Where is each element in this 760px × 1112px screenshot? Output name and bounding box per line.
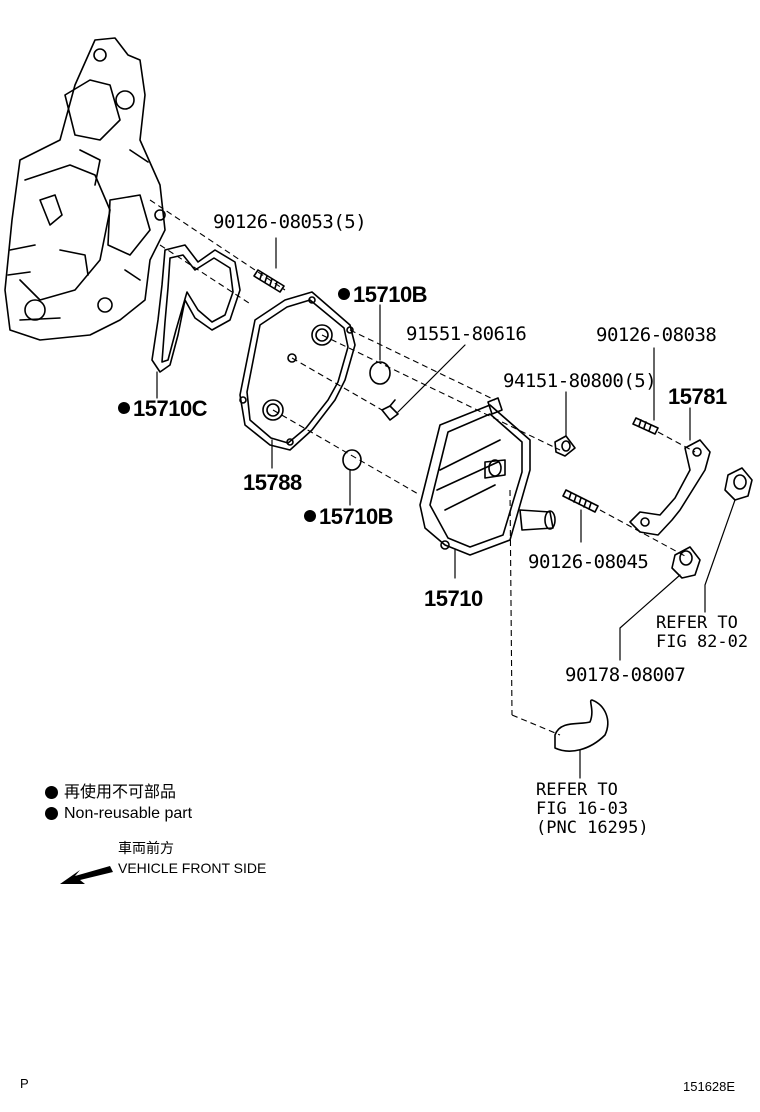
callout-stud: 90126-08045 — [528, 551, 649, 573]
gasket-15710c — [151, 244, 241, 373]
legend-row-jp: 再使用不可部品 — [45, 782, 192, 803]
non-reusable-dot-icon — [118, 402, 130, 414]
callout-bolt-top: 90126-08053(5) — [213, 211, 367, 233]
callout-gasket-b-top: 15710B — [338, 284, 428, 306]
callout-bushing: 90178-08007 — [565, 664, 686, 686]
front-label-en: VEHICLE FRONT SIDE — [118, 860, 267, 876]
legend-dot-icon — [45, 786, 58, 799]
callout-bracket: 15781 — [668, 384, 727, 409]
refer-line: REFER TO — [536, 780, 618, 800]
refer-line: FIG 16-03 — [536, 799, 629, 819]
footer-figure-id: 151628E — [683, 1079, 736, 1094]
bracket-15781 — [629, 439, 711, 536]
callout-cooler: 15710 — [424, 586, 483, 611]
vehicle-front-label: 車両前方 VEHICLE FRONT SIDE — [118, 838, 266, 878]
refer-line: (PNC 16295) — [536, 818, 649, 838]
refer-note-82-02: REFER TO FIG 82-02 — [656, 614, 748, 652]
refer-note-16-03: REFER TO FIG 16-03 (PNC 16295) — [536, 781, 649, 838]
front-label-jp: 車両前方 — [118, 840, 174, 856]
vehicle-front-arrow — [60, 866, 113, 884]
callout-bolt-right-top: 90126-08038 — [596, 324, 717, 346]
callout-gasket-c: 15710C — [118, 398, 208, 420]
refer-line: FIG 82-02 — [656, 632, 749, 652]
hose — [554, 699, 609, 752]
oring-15710b-top — [369, 361, 391, 385]
cap-piece — [724, 467, 753, 501]
refer-line: REFER TO — [656, 613, 738, 633]
bolt-91551-80616 — [381, 399, 399, 421]
non-reusable-dot-icon — [304, 510, 316, 522]
callout-gasket-b-bottom: 15710B — [304, 506, 394, 528]
nut-94151-80800 — [554, 435, 576, 457]
bushing-90178-08007 — [671, 546, 701, 579]
engine-block — [4, 37, 166, 341]
plate-15788 — [239, 291, 356, 451]
stud-90126-08038 — [632, 417, 659, 435]
legend-row-en: Non-reusable part — [45, 803, 192, 824]
legend-dot-icon — [45, 807, 58, 820]
stud-90126-08053 — [253, 269, 285, 293]
stud-90126-08045 — [562, 489, 599, 513]
non-reusable-dot-icon — [338, 288, 350, 300]
oil-cooler-15710 — [419, 397, 556, 556]
callout-nut: 94151-80800(5) — [503, 370, 657, 392]
callout-bolt-mid: 91551-80616 — [406, 323, 527, 345]
oring-15710b-bottom — [342, 449, 362, 471]
footer-left-code: P — [20, 1076, 29, 1091]
legend: 再使用不可部品 Non-reusable part — [45, 782, 192, 824]
callout-plate: 15788 — [243, 470, 302, 495]
